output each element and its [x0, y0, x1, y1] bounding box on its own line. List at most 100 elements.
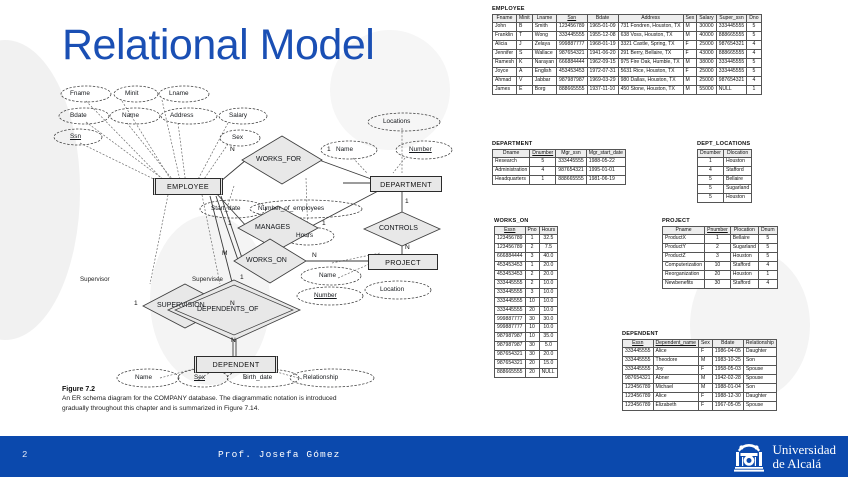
table-cell: Spouse [742, 400, 777, 411]
er-attribute-start-date: Start_date [211, 205, 241, 212]
table-cell: Daughter [742, 391, 777, 402]
er-attribute-name: Name [122, 112, 140, 119]
table-cell: 987654321 [556, 49, 588, 59]
table-cell: 20.0 [538, 261, 559, 271]
table-cell: 333445555 [715, 66, 748, 77]
table-cell: Smith [531, 22, 558, 33]
table-cell: 987654321 [494, 349, 526, 360]
table-cell: Michael [652, 382, 699, 393]
table-cell: 123456789 [622, 391, 654, 402]
table-cell: Wong [531, 31, 558, 42]
column-header: Dnum [758, 225, 778, 236]
table-cell: 1 [758, 269, 778, 280]
er-relationship-controls: CONTROLS [379, 225, 418, 232]
table-cell: James [492, 84, 517, 95]
table-title-dept-locations: DEPT_LOCATIONS [697, 141, 751, 147]
table-cell: 1988-01-04 [711, 382, 744, 393]
university-logo: Universidad de Alcalá [732, 441, 836, 472]
table-cell: 5 [529, 157, 557, 168]
table-cell: 40000 [696, 31, 717, 42]
table-cell: 4 [529, 166, 557, 177]
table-cell: 333445555 [622, 347, 654, 358]
figure-caption: Figure 7.2 An ER schema diagram for the … [62, 386, 362, 413]
column-header: Dlocation [722, 148, 753, 159]
table-cell: 1 [529, 175, 557, 186]
table-cell: 55000 [696, 84, 717, 95]
table-cell: Narayan [531, 57, 558, 68]
column-header: Dependent_name [652, 338, 699, 349]
table-cell: 32.5 [538, 234, 559, 245]
er-attribute-minit: Minit [125, 90, 139, 97]
table-cell: 10.0 [538, 296, 559, 307]
table-cell: F [682, 66, 698, 77]
figure-caption-text: An ER schema diagram for the COMPANY dat… [62, 395, 337, 412]
table-cell: ProductX [661, 234, 706, 245]
table-cell: F [698, 365, 713, 376]
table-cell: 10 [704, 261, 731, 271]
table-cell: Son [742, 382, 777, 393]
figure-caption-title: Figure 7.2 [62, 386, 96, 393]
er-cardinality: 1 [134, 300, 138, 307]
table-cell: 987654321 [494, 358, 526, 369]
er-role-supervisor: Supervisor [80, 276, 110, 283]
table-cell: 888665555 [715, 49, 748, 59]
table-cell: B [515, 22, 533, 33]
table-cell: V [515, 75, 533, 86]
table-cell: 30.0 [538, 314, 559, 325]
table-cell: 450 Stone, Houston, TX [617, 84, 684, 95]
table-cell: NULL [538, 367, 559, 378]
table-cell: 10.0 [538, 287, 559, 298]
table-cell: Joyce [492, 66, 517, 77]
table-cell: S [515, 49, 533, 59]
table-cell: 987654321 [715, 40, 748, 51]
table-cell: 123456789 [622, 400, 654, 411]
table-cell: M [698, 382, 713, 393]
table-cell: 4 [746, 75, 762, 86]
table-cell: F [698, 391, 713, 402]
table-cell: 30 [524, 341, 540, 351]
university-crest-icon [734, 444, 765, 472]
table-cell: Computerization [661, 261, 706, 271]
column-header: Relationship [742, 338, 777, 349]
table-cell: 7.5 [538, 243, 559, 254]
table-cell: Spouse [742, 365, 777, 376]
table-cell: 1986-04-05 [711, 347, 744, 358]
table-cell: 3 [704, 252, 731, 263]
table-cell: 453453453 [556, 66, 588, 77]
table-cell: 123456789 [556, 22, 588, 33]
table-cell: 5631 Rice, Houston, TX [617, 66, 684, 77]
table-cell: Wallace [531, 49, 558, 59]
table-cell: 10.0 [538, 323, 559, 334]
table-cell: 1 [524, 234, 540, 245]
er-entity-department: DEPARTMENT [370, 176, 442, 192]
table-cell: 43000 [696, 49, 717, 59]
table-cell: Franklin [492, 31, 517, 42]
er-role-supervisee: Supervisee [192, 276, 223, 283]
table-cell: 333445555 [556, 31, 588, 42]
column-header: Plocation [729, 225, 760, 236]
table-cell: 4 [746, 40, 762, 51]
table-cell: Alice [652, 391, 699, 402]
table-cell: 5 [746, 57, 762, 68]
table-cell: 25000 [696, 40, 717, 51]
table-cell: 987987987 [556, 75, 588, 86]
table-title-dependent: DEPENDENT [622, 331, 659, 337]
university-logo-line2: de Alcalá [772, 455, 822, 471]
table-cell: NULL [715, 84, 748, 95]
